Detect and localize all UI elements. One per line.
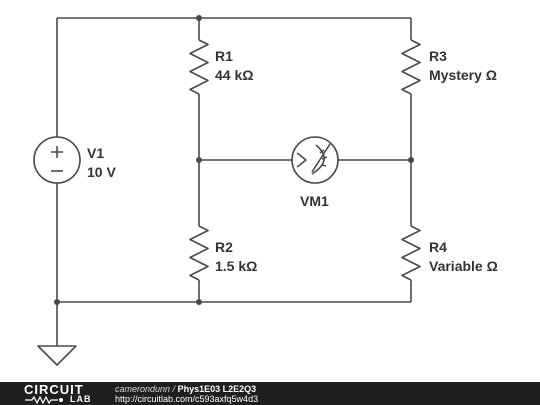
- vm1-name-label: VM1: [300, 193, 329, 209]
- r4-value-label: Variable Ω: [429, 258, 498, 274]
- node-bridge-left: [196, 157, 202, 163]
- v1-name-label: V1: [87, 145, 104, 161]
- logo-resistor-icon: [25, 395, 63, 405]
- r4-name-label: R4: [429, 239, 447, 255]
- logo-text-lab: LAB: [70, 394, 92, 404]
- r3-name-label: R3: [429, 48, 447, 64]
- r3-value-label: Mystery Ω: [429, 67, 497, 83]
- voltage-source-v1[interactable]: [33, 136, 81, 184]
- resistor-r3[interactable]: [401, 39, 421, 95]
- node-top-middle: [196, 15, 202, 21]
- resistor-r1[interactable]: [189, 39, 209, 95]
- node-bridge-right: [408, 157, 414, 163]
- r1-value-label: 44 kΩ: [215, 67, 253, 83]
- logo-text-circuit: CIRCUIT: [24, 382, 84, 397]
- credit-line: camerondunn / Phys1E03 L2E2Q3: [115, 384, 256, 394]
- circuitlab-footer: CIRCUIT LAB camerondunn / Phys1E03 L2E2Q…: [0, 382, 540, 405]
- r2-value-label: 1.5 kΩ: [215, 258, 257, 274]
- node-bottom-left: [54, 299, 60, 305]
- author-name[interactable]: camerondunn: [115, 384, 171, 394]
- credit-separator: /: [170, 384, 178, 394]
- voltmeter-gauge-icon: [296, 152, 307, 168]
- resistor-r2[interactable]: [189, 225, 209, 281]
- circuit-title[interactable]: Phys1E03 L2E2Q3: [177, 384, 257, 394]
- r1-name-label: R1: [215, 48, 233, 64]
- r2-name-label: R2: [215, 239, 233, 255]
- circuit-url-link[interactable]: http://circuitlab.com/c593axfq5w4d3: [115, 394, 259, 404]
- circuit-schematic: V1 10 V R1 44 kΩ R2 1.5 kΩ R3 Mystery Ω …: [33, 15, 498, 366]
- circuitlab-logo[interactable]: CIRCUIT LAB: [24, 383, 104, 405]
- voltmeter-vm1[interactable]: [291, 136, 339, 184]
- ground-symbol: [37, 345, 77, 366]
- resistor-r4[interactable]: [401, 225, 421, 281]
- node-bottom-middle: [196, 299, 202, 305]
- v1-value-label: 10 V: [87, 164, 116, 180]
